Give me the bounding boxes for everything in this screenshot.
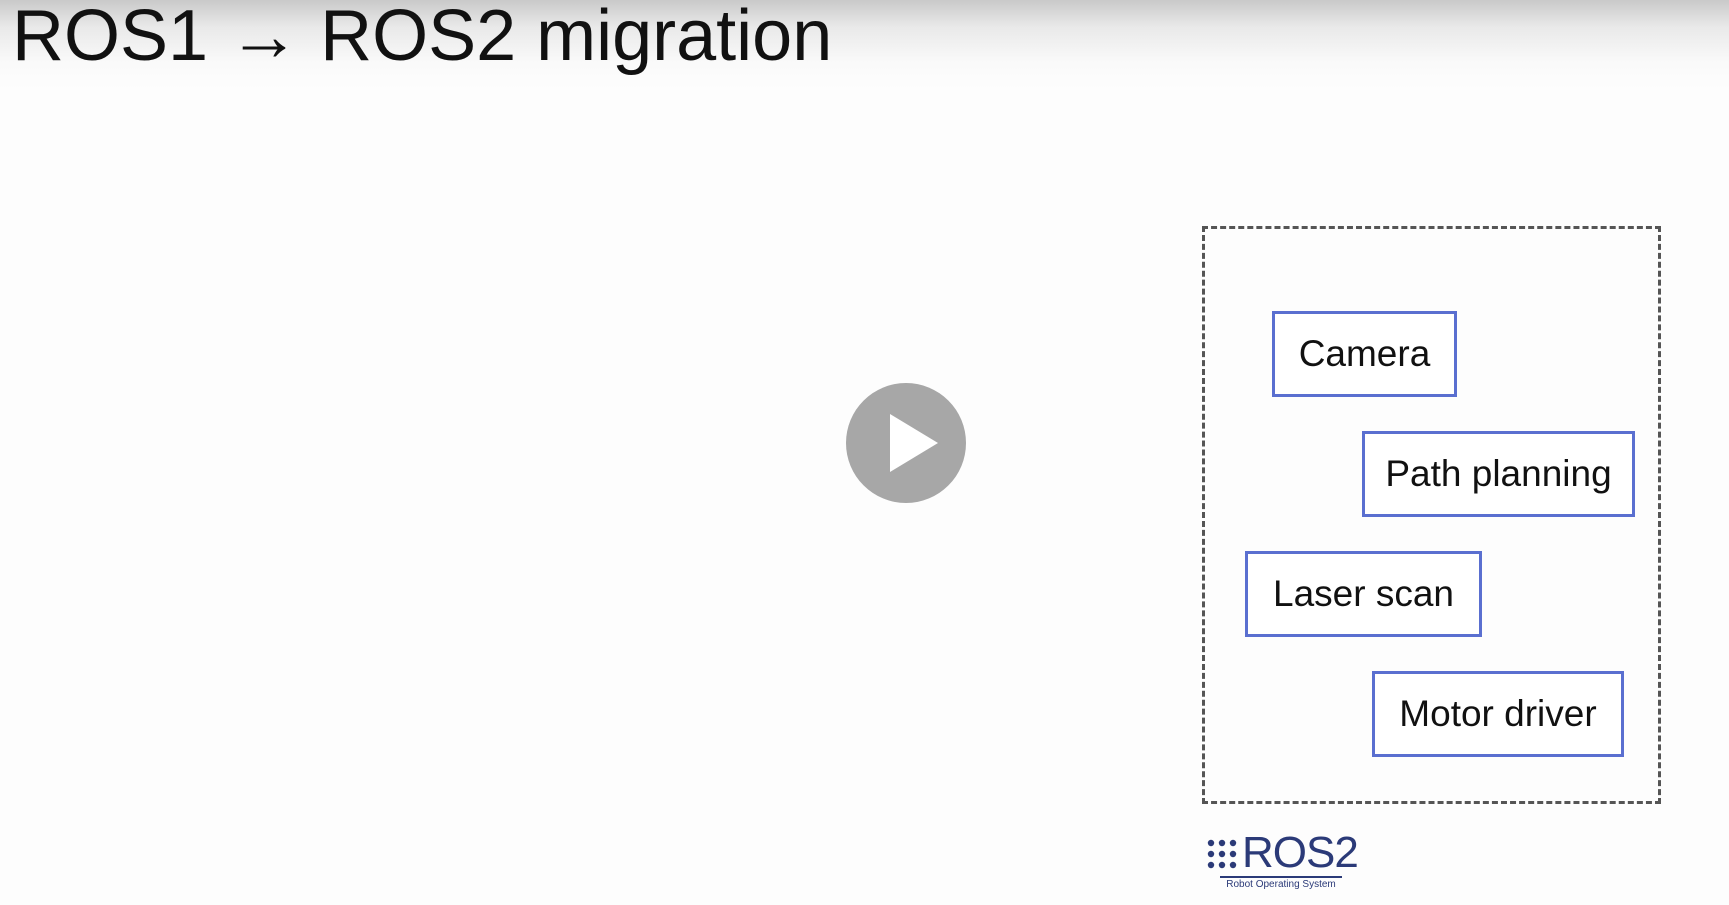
- node-camera: Camera: [1272, 311, 1457, 397]
- play-button[interactable]: [846, 383, 966, 503]
- ros2-wordmark: ROS2: [1242, 828, 1359, 877]
- slide-title: ROS1 → ROS2 migration: [12, 0, 833, 76]
- ros2-node-container: Camera Path planning Laser scan Motor dr…: [1202, 226, 1661, 804]
- node-laser-scan: Laser scan: [1245, 551, 1482, 637]
- ros2-tagline: Robot Operating System: [1220, 876, 1342, 891]
- node-motor-driver: Motor driver: [1372, 671, 1624, 757]
- title-bar-shade: [0, 0, 1729, 90]
- node-path-planning: Path planning: [1362, 431, 1635, 517]
- ros-dots-icon: [1207, 839, 1237, 869]
- ros2-logo: ROS2 Robot Operating System: [1204, 828, 1359, 891]
- play-icon: [890, 414, 938, 472]
